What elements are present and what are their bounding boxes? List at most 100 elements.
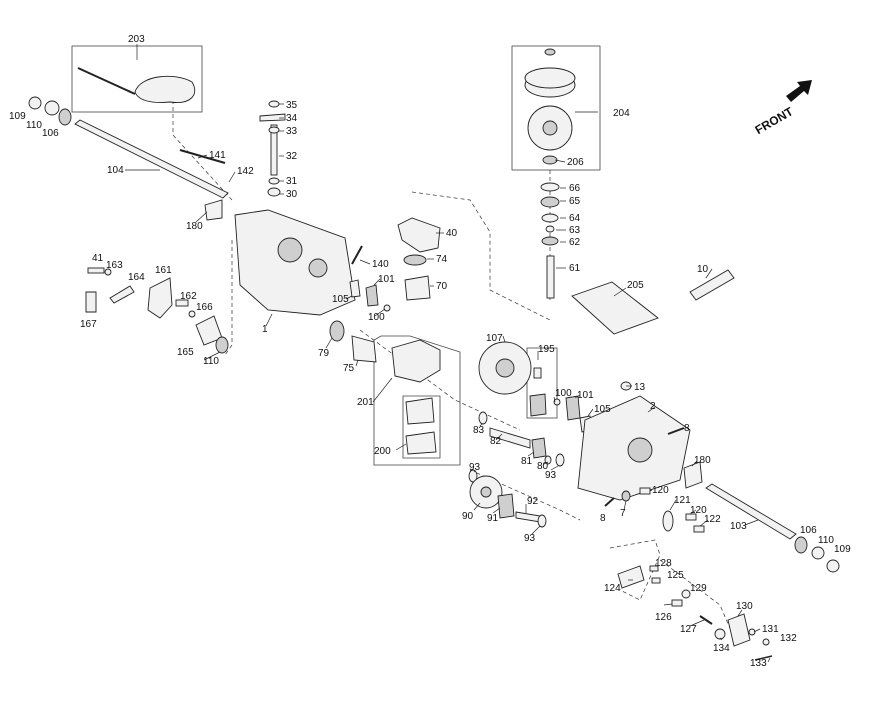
callout-204: 204 — [613, 108, 630, 119]
spring-167 — [85, 291, 97, 313]
callout-129: 129 — [690, 583, 707, 594]
callout-167: 167 — [80, 319, 97, 330]
callout-90: 90 — [462, 511, 474, 522]
callout-120-upper: 120 — [652, 485, 669, 496]
callout-10: 10 — [697, 264, 709, 275]
gear-107-hub — [495, 358, 515, 378]
tube-10 — [689, 269, 735, 301]
fan-hub — [542, 120, 558, 136]
bearing-110-mid — [215, 336, 229, 354]
callout-2: 2 — [650, 401, 656, 412]
callout-32: 32 — [286, 151, 298, 162]
gear-81 — [531, 437, 547, 459]
callout-91: 91 — [487, 513, 499, 524]
callout-203: 203 — [128, 34, 145, 45]
pulley-204-top — [524, 67, 576, 89]
callout-200: 200 — [374, 446, 391, 457]
key-120-a — [639, 487, 651, 495]
gear-90-hub — [480, 486, 492, 498]
part-30 — [267, 187, 281, 197]
callout-93-lower: 93 — [524, 533, 536, 544]
callout-83: 83 — [473, 425, 485, 436]
nut-166 — [188, 310, 196, 318]
part-31 — [268, 177, 280, 185]
bolt-41 — [87, 267, 105, 274]
callout-122: 122 — [704, 514, 721, 525]
callout-82: 82 — [490, 436, 502, 447]
callout-180-right: 180 — [694, 455, 711, 466]
pin-100-left — [383, 304, 391, 312]
washer-110 — [44, 100, 60, 116]
callout-131: 131 — [762, 624, 779, 635]
pin-125 — [651, 577, 661, 584]
washer-131 — [748, 628, 756, 636]
inset-box-195 — [526, 347, 558, 419]
callout-81: 81 — [521, 456, 533, 467]
callout-101-right: 101 — [577, 390, 594, 401]
bearing-62 — [541, 236, 559, 246]
housing-1 — [234, 209, 356, 316]
callout-106-right: 106 — [800, 525, 817, 536]
callout-120-lower: 120 — [690, 505, 707, 516]
washer-64 — [541, 213, 559, 223]
part-33 — [268, 126, 280, 134]
callout-103: 103 — [730, 521, 747, 532]
callout-164: 164 — [128, 272, 145, 283]
bolt-162 — [175, 299, 189, 307]
pin-128 — [649, 565, 659, 572]
callout-163: 163 — [106, 260, 123, 271]
bearing-65 — [540, 196, 560, 208]
callout-101-left: 101 — [378, 274, 395, 285]
callout-109-left: 109 — [9, 111, 26, 122]
callout-110-left: 110 — [26, 120, 42, 131]
callout-109-right: 109 — [834, 544, 851, 555]
part-75 — [351, 335, 377, 363]
seal-7 — [621, 490, 631, 502]
assembly-lines — [172, 100, 736, 641]
callout-1: 1 — [262, 324, 268, 335]
callout-80: 80 — [537, 461, 549, 472]
inset-box-204 — [511, 45, 601, 171]
callout-labels: 203 204 35 34 33 32 31 30 141 142 104 10… — [9, 34, 851, 669]
circlip-66 — [540, 182, 560, 192]
callout-140: 140 — [372, 259, 389, 270]
callout-93-right: 93 — [545, 470, 557, 481]
bearing-79 — [329, 320, 345, 342]
callout-41: 41 — [92, 253, 104, 264]
callout-79: 79 — [318, 348, 330, 359]
input-shaft-61 — [546, 255, 555, 299]
arm-34 — [259, 113, 286, 122]
bearing-106-right — [794, 536, 808, 554]
callout-125: 125 — [667, 570, 684, 581]
key-122 — [693, 525, 705, 533]
pin-195-a — [533, 367, 542, 379]
callout-93-left: 93 — [469, 462, 481, 473]
housing-2-boss — [627, 437, 653, 463]
pin-92 — [515, 511, 541, 523]
housing-1-boss-2 — [308, 258, 328, 278]
callout-126: 126 — [655, 612, 672, 623]
callout-100-right: 100 — [555, 388, 572, 399]
plate-124 — [617, 565, 645, 589]
parts — [28, 48, 840, 661]
callout-128: 128 — [655, 558, 672, 569]
leader-lines — [125, 44, 771, 663]
callout-66: 66 — [569, 183, 581, 194]
pulley-nut — [544, 48, 556, 56]
assembly-200-b — [405, 431, 437, 455]
axle-shaft-103 — [705, 483, 797, 540]
housing-1-boss — [277, 237, 303, 263]
callout-121: 121 — [674, 495, 691, 506]
callout-110-mid: 110 — [203, 356, 219, 367]
callout-30: 30 — [286, 189, 298, 200]
callout-180-left: 180 — [186, 221, 203, 232]
part-35 — [268, 100, 280, 108]
callout-124: 124 — [604, 583, 621, 594]
lever-164 — [109, 285, 135, 304]
circlip-109 — [28, 96, 42, 110]
gear-91 — [497, 493, 515, 519]
callout-40: 40 — [446, 228, 458, 239]
part-129 — [681, 589, 691, 599]
